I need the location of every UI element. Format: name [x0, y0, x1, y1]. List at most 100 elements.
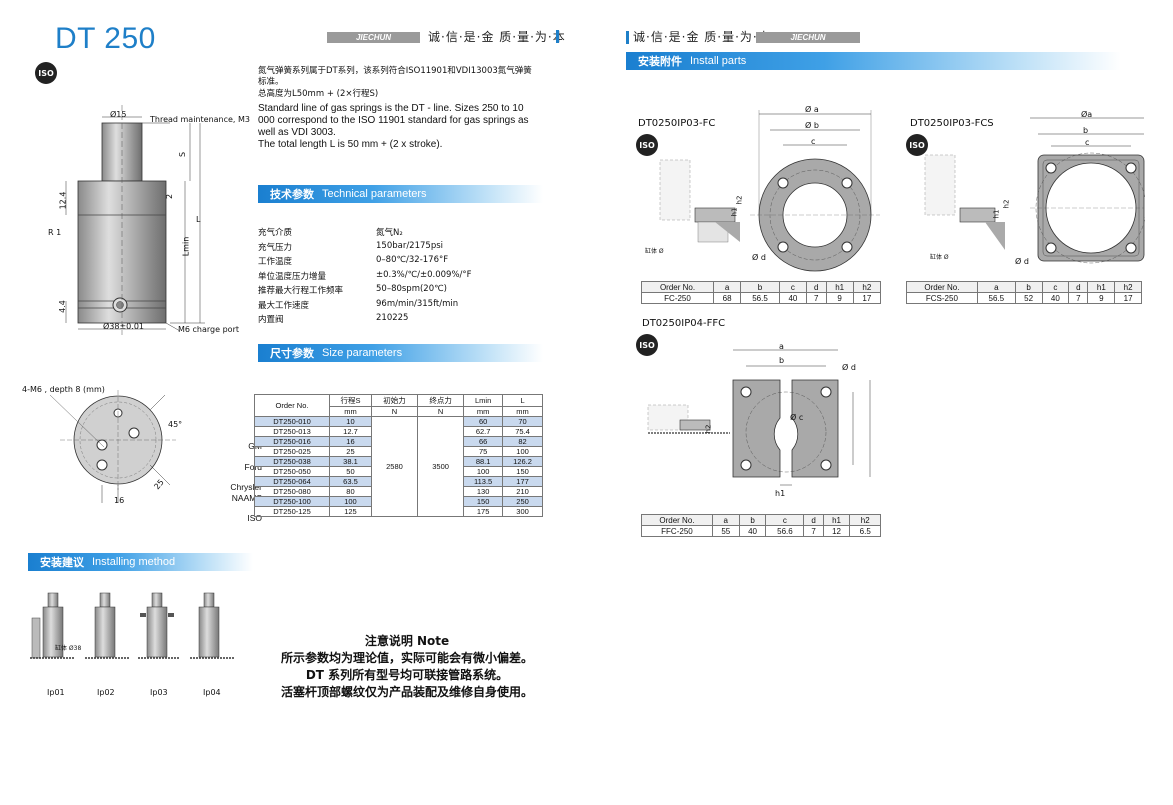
- end-force: 3500: [417, 416, 465, 517]
- tag-naams: NAAMS: [231, 492, 262, 503]
- fc-drawing: [659, 110, 880, 272]
- ffc-title: DT0250IP04-FFC: [642, 318, 726, 329]
- motto-right: 诚·信·是·金 质·量·为·本: [633, 30, 771, 44]
- tech-labels: 充气介质 充气压力 工作温度 单位温度压力增量 推荐最大行程工作频率 最大工作速…: [258, 226, 378, 328]
- ffc-label-h2: h2: [704, 424, 713, 434]
- label-thread: Thread maintenance, M3: [150, 115, 251, 124]
- label-lmin: Lmin: [181, 236, 191, 257]
- note-line3: 活塞杆顶部螺纹仅为产品装配及维修自身使用。: [280, 685, 533, 699]
- param-label: 内置阀: [258, 315, 284, 325]
- param-value: 氮气N₂: [376, 228, 403, 238]
- fcs-label-body: 缸体 Ø: [930, 254, 949, 261]
- iso-badge: ISO: [35, 62, 57, 84]
- intro-text: 氮气弹簧系列属于DT系列，该系列符合ISO11901和VDI13003氮气弹簧标…: [258, 66, 538, 151]
- ffc-label-a: a: [779, 342, 784, 351]
- fc-label-h1: h1: [730, 207, 739, 217]
- install-ip04: Ip04: [203, 688, 221, 697]
- label-l: L: [196, 215, 201, 224]
- fc-label-d: Ø d: [752, 253, 766, 262]
- cylinder-drawing: [65, 105, 205, 335]
- fcs-label-h2: h2: [1002, 199, 1011, 209]
- param-label: 充气压力: [258, 242, 293, 253]
- motto-bar-right: [626, 31, 629, 44]
- ffc-label-b: b: [779, 356, 785, 365]
- label-16: 16: [114, 496, 125, 505]
- col-end: 终点力: [417, 394, 465, 407]
- fcs-label-h1: h1: [992, 209, 1001, 219]
- param-value: ±0.3%/℃/±0.009%/°F: [376, 269, 472, 280]
- brand-logo: JIECHUN: [327, 32, 420, 43]
- unit: N: [370, 406, 419, 417]
- fc-label-b: Ø b: [805, 121, 819, 130]
- unit: N: [417, 406, 465, 417]
- fcs-label-a: Øa: [1081, 110, 1093, 119]
- iso-badge-fcs: ISO: [906, 134, 928, 156]
- install-ip01: Ip01: [47, 688, 65, 697]
- fcs-label-b: b: [1083, 126, 1089, 135]
- col-l: L: [502, 394, 543, 407]
- ffc-label-d: Ø d: [842, 363, 856, 372]
- label-4-4: 4.4: [57, 300, 67, 313]
- install-ip03: Ip03: [150, 688, 168, 697]
- intro-en: Standard line of gas springs is the DT -…: [258, 103, 529, 138]
- tech-values: 氮气N₂ 150bar/2175psi 0–80℃/32-176°F ±0.3%…: [376, 226, 536, 328]
- ffc-drawing: [647, 349, 871, 486]
- label-dia15: Ø15: [110, 110, 127, 119]
- param-label: 最大工作速度: [258, 300, 310, 311]
- fcs-label-c: c: [1085, 138, 1090, 147]
- param-label: 充气介质: [258, 228, 293, 238]
- initial-force: 2580: [370, 416, 419, 517]
- install-methods-drawing: [30, 592, 235, 659]
- fc-label-h2: h2: [735, 195, 744, 205]
- label-45: 45°: [168, 420, 183, 429]
- param-label: 推荐最大行程工作频率: [258, 286, 344, 296]
- tag-ford: Ford: [244, 461, 262, 472]
- install-ip02: Ip02: [97, 688, 115, 697]
- install-small-label: 缸体 Ø38: [55, 645, 82, 652]
- iso-badge-ffc: ISO: [636, 334, 658, 356]
- intro-length: The total length L is 50 mm + (2 x strok…: [258, 139, 443, 150]
- col-lmin: Lmin: [463, 394, 504, 407]
- motto-bar: [556, 30, 559, 43]
- col-order: Order No.: [254, 394, 330, 417]
- label-charge-port: M6 charge port: [178, 325, 239, 334]
- page-title: DT 250: [55, 22, 156, 55]
- label-r1: R 1: [48, 228, 62, 237]
- note-title: 注意说明 Note: [364, 634, 450, 648]
- param-label: 工作温度: [258, 257, 293, 267]
- iso-badge-fc: ISO: [636, 134, 658, 156]
- col-stroke: 行程S: [329, 394, 372, 407]
- size-table: Order No. 行程S 初始力 终点力 Lmin L mm N N mm m…: [254, 394, 543, 517]
- note-block: 注意说明 Note 所示参数均为理论值，实际可能会有微小偏差。 DT 系列所有型…: [262, 633, 552, 701]
- label-s: S: [178, 151, 188, 158]
- fc-label-body: 缸体 Ø: [645, 248, 664, 255]
- bottom-view-drawing: [49, 390, 176, 503]
- param-value: 210225: [376, 313, 409, 323]
- ffc-label-c: Ø c: [790, 413, 804, 422]
- intro-cn-2: 总高度为L50mm + (2×行程S): [258, 89, 379, 99]
- param-value: 150bar/2175psi: [376, 240, 444, 251]
- note-line2: DT 系列所有型号均可联接管路系统。: [305, 668, 509, 682]
- param-label: 单位温度压力增量: [258, 271, 327, 282]
- param-value: 0–80℃/32-176°F: [376, 255, 449, 265]
- fcs-label-d: Ø d: [1015, 257, 1029, 266]
- col-initial: 初始力: [370, 394, 419, 407]
- fc-title: DT0250IP03-FC: [638, 118, 716, 129]
- note-line1: 所示参数均为理论值，实际可能会有微小偏差。: [280, 651, 533, 665]
- label-dia38: Ø38±0.01: [103, 322, 144, 331]
- tag-iso: ISO: [247, 513, 262, 523]
- motto-left: 诚·信·是·金 质·量·为·本: [428, 30, 566, 44]
- unit: mm: [502, 406, 543, 417]
